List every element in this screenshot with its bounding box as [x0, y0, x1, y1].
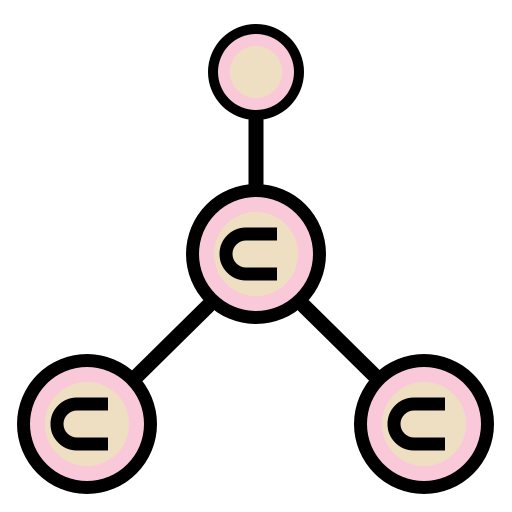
bonds — [128, 112, 384, 385]
atom-bottom-left-c-glyph — [50, 397, 108, 451]
atom-bottom-right-c-glyph — [387, 397, 445, 451]
atom-center — [186, 184, 326, 324]
bond-center-bottom-left — [128, 298, 216, 385]
atom-bottom-right — [354, 354, 494, 494]
bond-center-bottom-right — [296, 298, 384, 385]
atom-top — [208, 24, 304, 120]
atom-bottom-left — [17, 354, 157, 494]
atom-center-c-glyph — [219, 227, 277, 281]
